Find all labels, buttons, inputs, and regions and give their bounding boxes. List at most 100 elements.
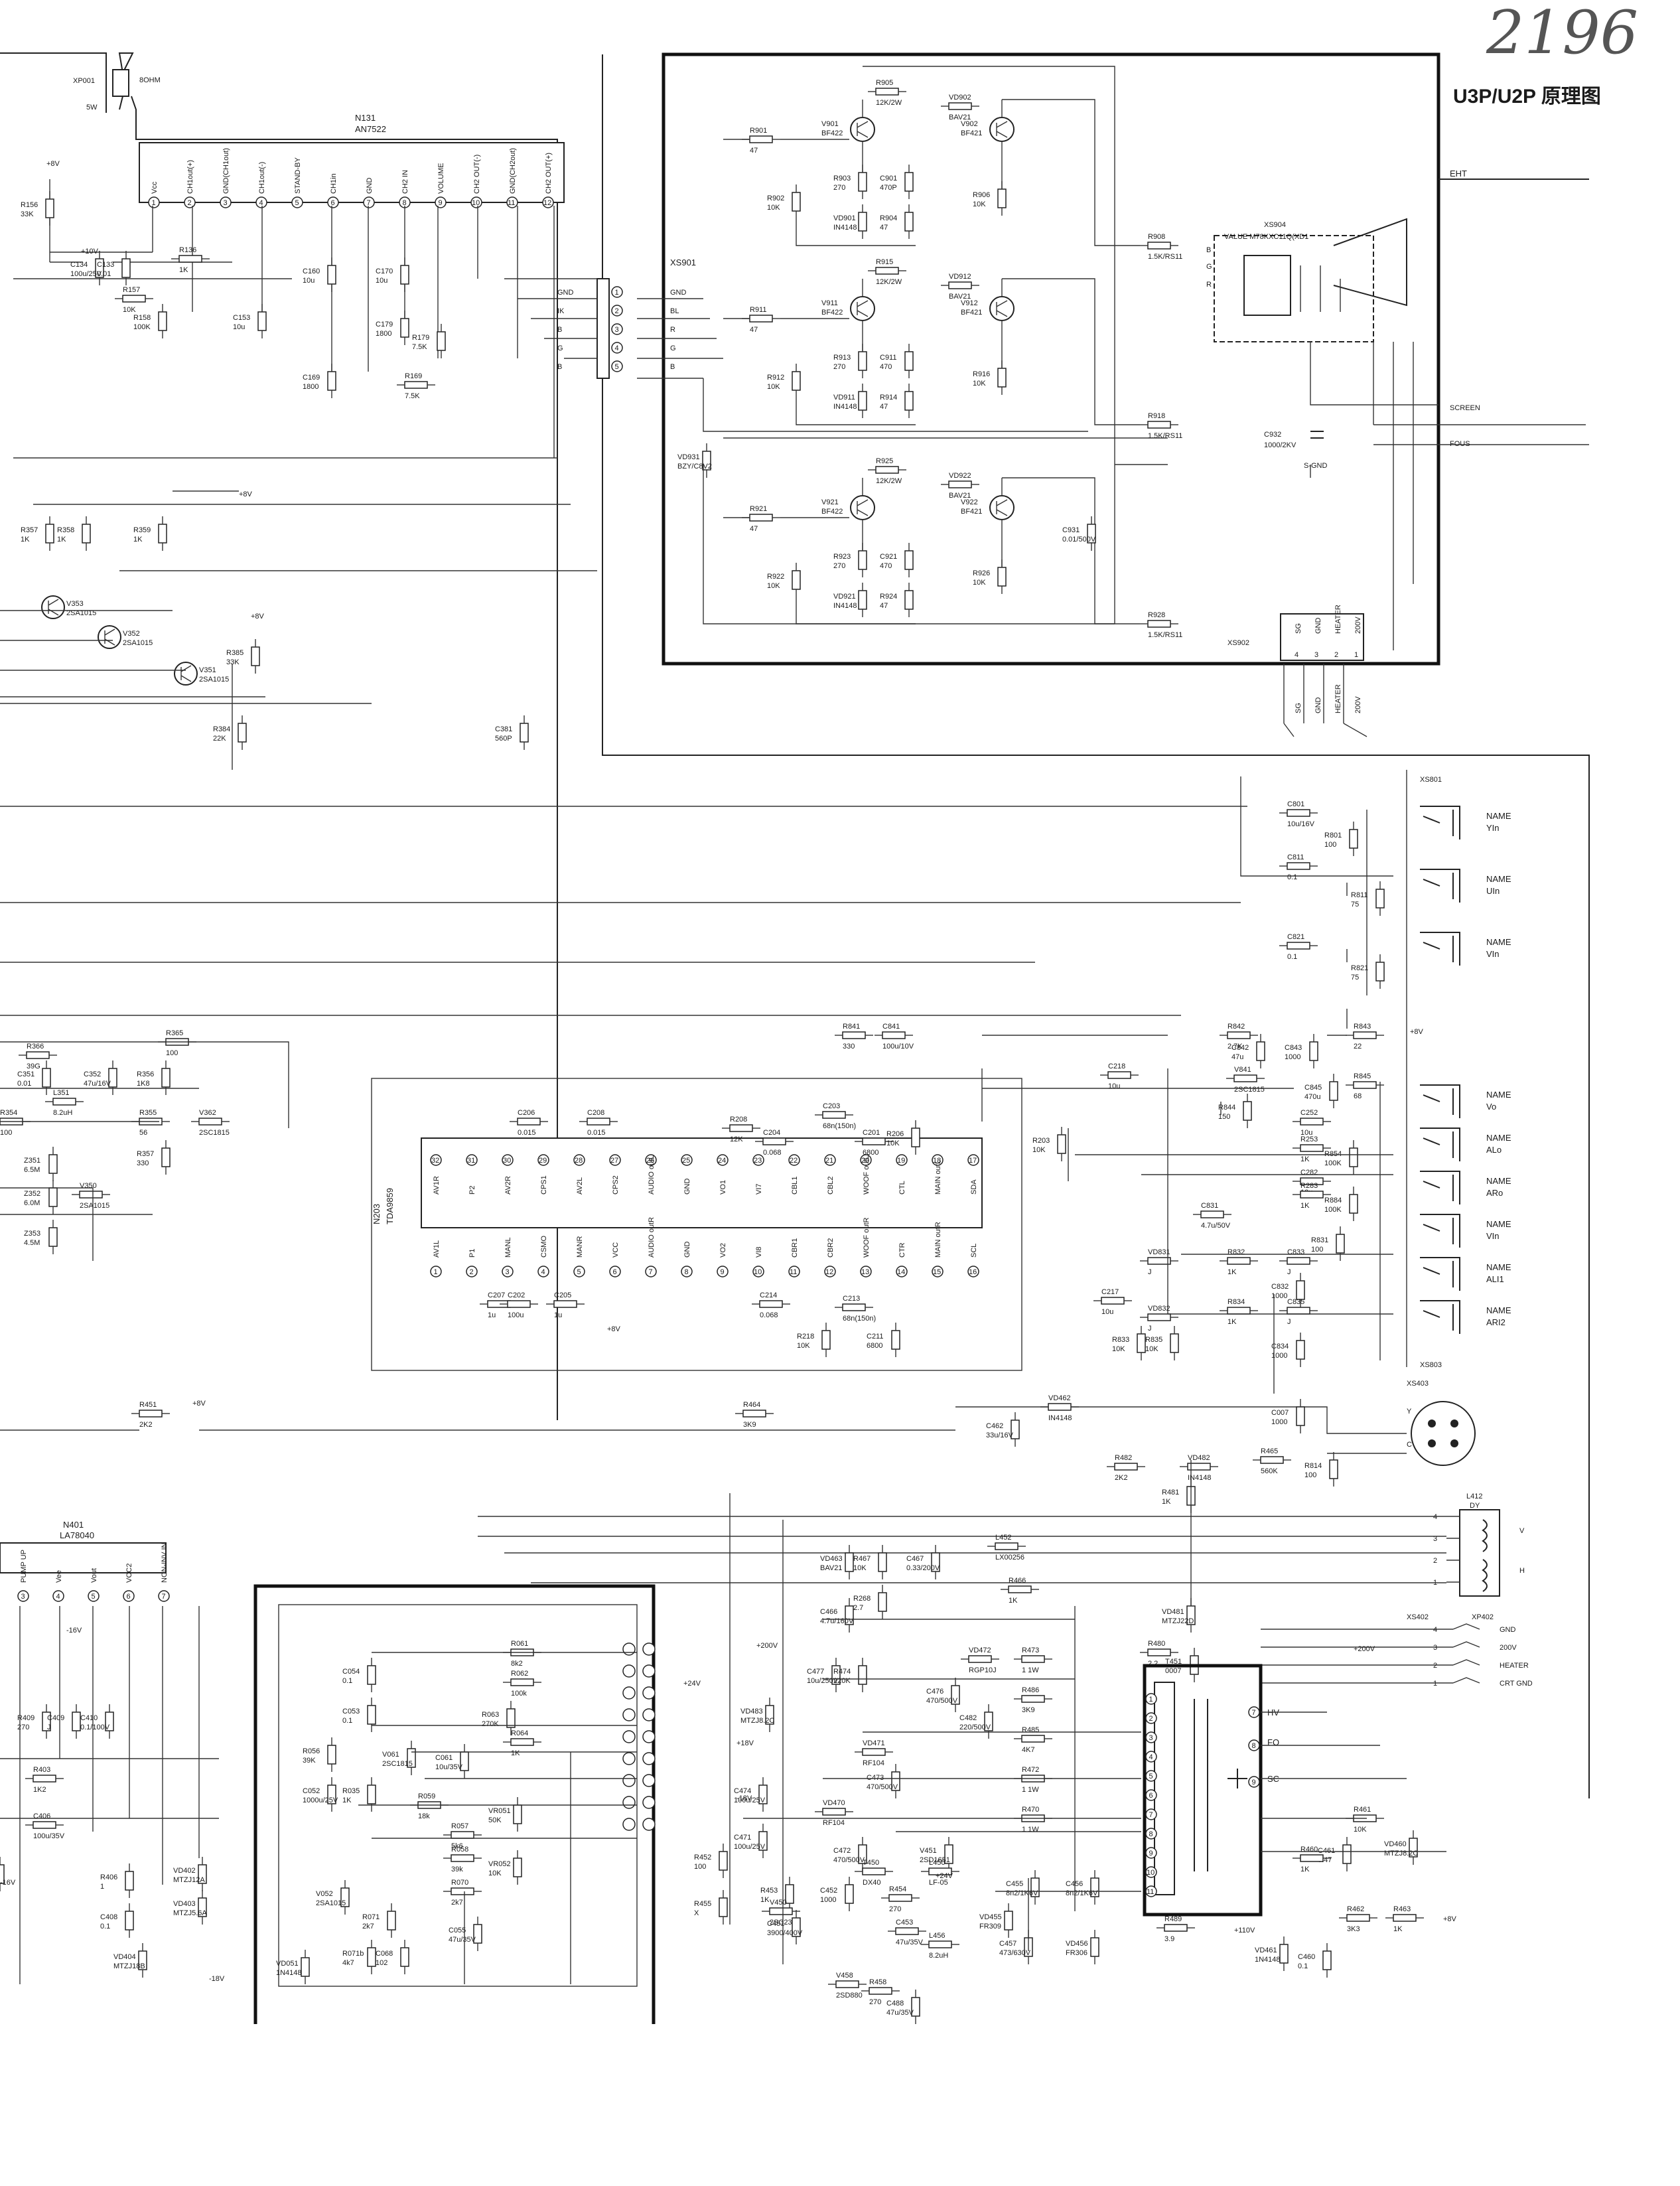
part-value: 39k	[451, 1865, 463, 1873]
part-ref: R482	[1115, 1454, 1132, 1462]
part-value: J	[1148, 1325, 1152, 1333]
part-ref: VD922	[949, 472, 971, 480]
n203-pin-15: 15	[932, 1266, 944, 1277]
part-value: 330	[843, 1043, 855, 1051]
part-value: 100u/25V	[734, 1796, 766, 1804]
xs901-left-label: G	[557, 344, 563, 352]
regulator-connector-pin	[622, 1752, 636, 1765]
n203-pin-24: 24	[717, 1154, 729, 1166]
part-ref: R458	[869, 1978, 886, 1986]
part-ref: C833	[1287, 1248, 1304, 1256]
rail-8v-c: +8V	[192, 1400, 206, 1408]
part-value: 10u	[1108, 1082, 1120, 1090]
pin-number: 8	[1149, 1830, 1153, 1838]
fbt-pin-1: 1	[1145, 1693, 1157, 1705]
speaker-ref: XP001	[73, 77, 95, 85]
n131-pin-name: VOLUME	[437, 163, 445, 194]
part-ref: C218	[1108, 1062, 1125, 1070]
xs904-ref: XS904	[1264, 221, 1286, 229]
n401-pin-name: Vout	[90, 1568, 98, 1583]
svideo-wiring	[0, 1406, 1407, 1454]
part-ref: R157	[123, 286, 140, 294]
horizontal-deflection-parts: R4512K2R4643K9VD462IN4148C46233u/16VC007…	[131, 1394, 1424, 2024]
part-value: 10K	[853, 1564, 867, 1572]
part-ref: R473	[1022, 1646, 1039, 1654]
regulator-connector-pin	[622, 1642, 636, 1656]
xs901-pin-name: BL	[670, 307, 679, 315]
part-ref: VD921	[833, 593, 856, 601]
main-board-outline	[602, 54, 1590, 1798]
n203-pin-26: 26	[645, 1154, 657, 1166]
part-ref: C921	[880, 553, 897, 561]
pin-number: 6	[1149, 1792, 1153, 1800]
part-ref: C462	[986, 1422, 1003, 1430]
n203-pin-name: CSMO	[540, 1236, 548, 1258]
part-ref: C409	[47, 1714, 64, 1722]
part-value: 0.33/200V	[906, 1564, 940, 1572]
n401-pin-5: 5	[88, 1590, 100, 1602]
part-value: J	[1287, 1268, 1291, 1276]
part-value: 1.5K/RS11	[1148, 432, 1182, 440]
xs901-pin-name: B	[670, 363, 675, 371]
part-value: MTZJ8.2C	[740, 1717, 774, 1725]
regulator-connector-pin	[642, 1730, 656, 1743]
part-value: BAV21	[949, 492, 971, 500]
part-ref: R203	[1032, 1137, 1050, 1145]
part-ref: VR052	[488, 1860, 511, 1868]
transistor-ref: V352	[123, 630, 140, 638]
xs901-pin-name: GND	[670, 289, 687, 297]
part-ref: R486	[1022, 1686, 1039, 1694]
part-value: 100	[166, 1049, 178, 1057]
part-value: J	[1287, 1318, 1291, 1326]
part-value: 12K/2W	[876, 477, 902, 485]
part-ref: R071	[362, 1913, 380, 1921]
pin-number: 31	[467, 1157, 475, 1165]
xs803-jack-name: NAME	[1486, 1133, 1511, 1143]
xs901-pin-2: 2	[611, 305, 623, 317]
part-value: FR306	[1066, 1949, 1087, 1957]
xs803-jack-signal: Vo	[1486, 1102, 1496, 1112]
part-ref: VD470	[823, 1799, 845, 1807]
xs901-left-label: GND	[557, 289, 574, 297]
part-value: J	[1148, 1268, 1152, 1276]
fbt-pin-hv: 7	[1248, 1706, 1260, 1718]
part-ref: VD911	[833, 394, 855, 401]
pin-number: 6	[331, 199, 335, 207]
n203-pin-22: 22	[788, 1154, 800, 1166]
n203-pin-18: 18	[932, 1154, 944, 1166]
n203-pin-16: 16	[967, 1266, 979, 1277]
part-value: 470	[880, 363, 892, 371]
xs902-pin-name-ext: 200V	[1354, 696, 1362, 713]
part-value: 470/500V	[926, 1697, 958, 1705]
xs902-pin-name: GND	[1314, 618, 1322, 634]
part-ref: R136	[179, 246, 196, 254]
mid-left-wiring	[0, 490, 1247, 807]
part-value: 39G	[27, 1062, 40, 1070]
part-ref: C456	[1066, 1880, 1083, 1888]
part-value: 2SD1651	[920, 1856, 950, 1864]
part-ref: C410	[80, 1714, 98, 1722]
part-value: 10K	[797, 1342, 810, 1350]
